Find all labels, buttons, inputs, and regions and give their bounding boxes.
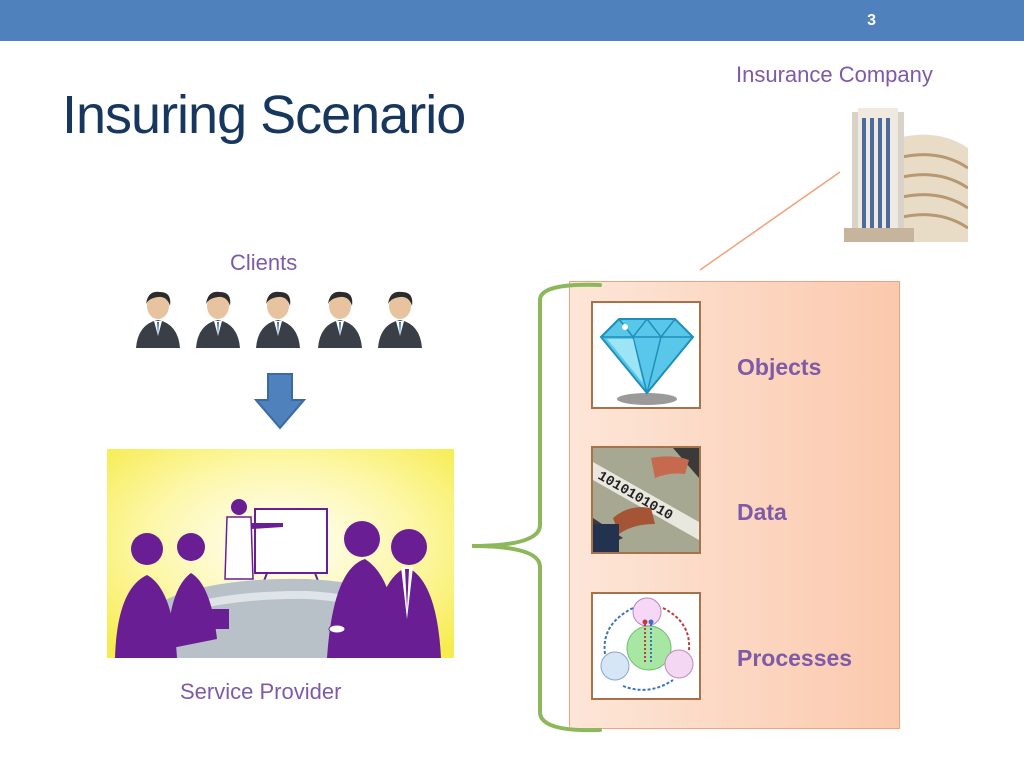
clients-people-icon: [136, 291, 422, 348]
service-provider-label: Service Provider: [180, 679, 342, 704]
data-label: Data: [737, 499, 787, 525]
binary-handshake-icon: 1010101010: [593, 448, 699, 552]
process-cycle-icon: [593, 594, 699, 698]
header-bar: 3: [0, 0, 1024, 41]
objects-thumbnail: [591, 301, 701, 409]
building-icon: [838, 108, 968, 242]
clients-label: Clients: [230, 250, 298, 275]
meeting-illustration: [107, 449, 454, 658]
diamond-icon: [593, 303, 699, 407]
insurance-company-label: Insurance Company: [736, 62, 933, 87]
objects-label: Objects: [737, 354, 822, 380]
slide-title: Insuring Scenario: [62, 85, 466, 145]
processes-label: Processes: [737, 645, 853, 671]
processes-thumbnail: [591, 592, 701, 700]
down-arrow-icon: [254, 373, 306, 430]
slide-number: 3: [867, 12, 876, 29]
data-thumbnail: 1010101010: [591, 446, 701, 554]
